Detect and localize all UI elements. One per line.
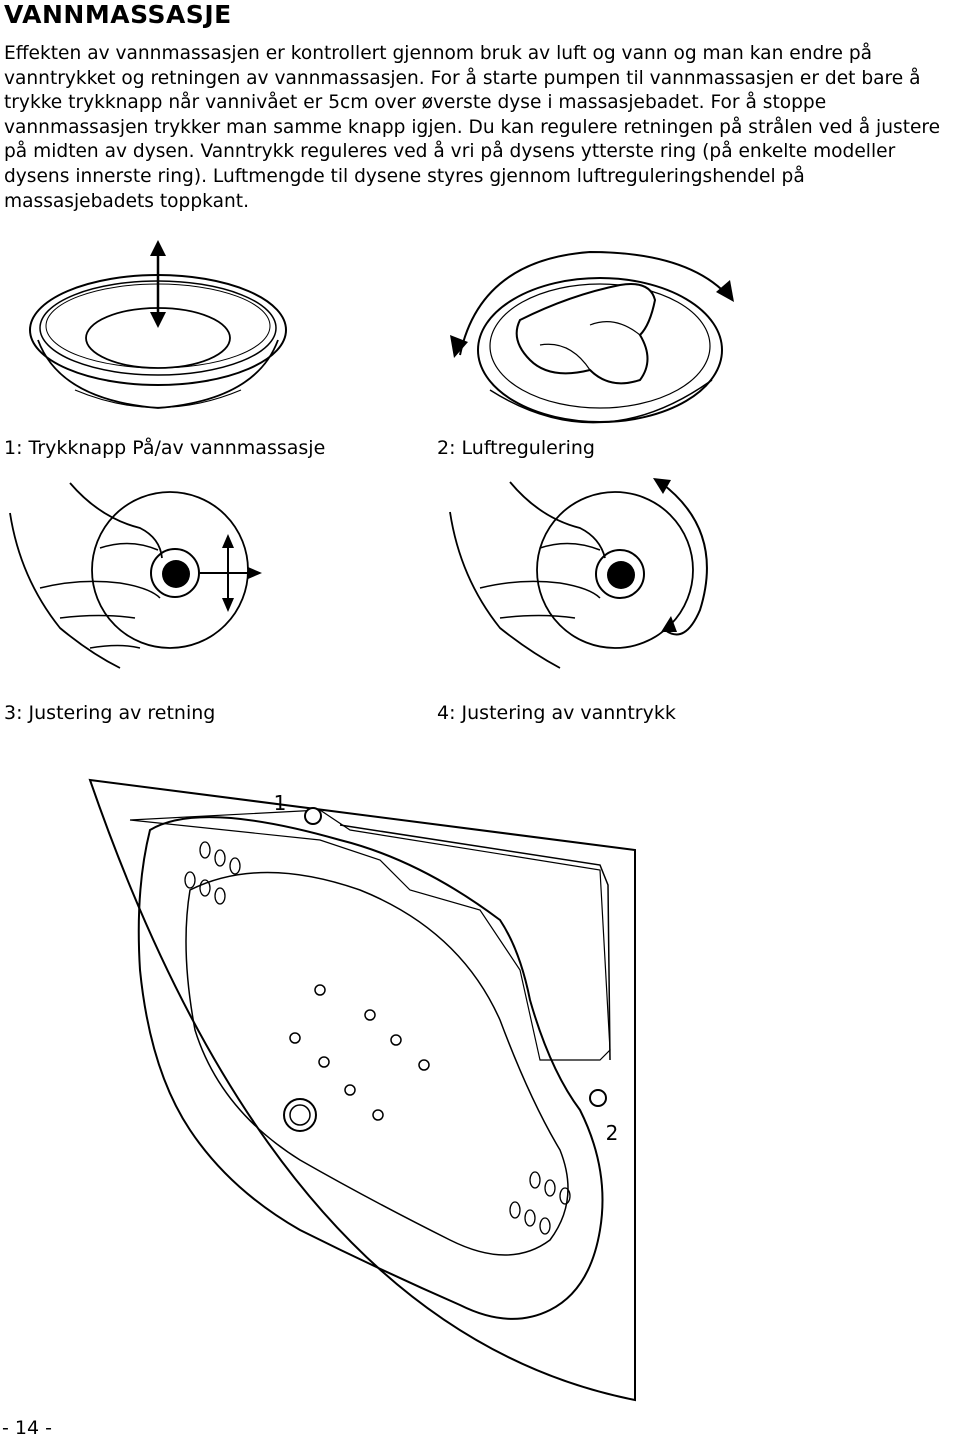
figure-2-caption: 2: Luftregulering [437,437,595,459]
bathtub-top-view-diagram: 1 2 [88,778,636,1402]
figure-3-caption: 3: Justering av retning [4,702,216,724]
intro-paragraph: Effekten av vannmassasjen er kontrollert… [4,43,941,212]
figure-4-caption: 4: Justering av vanntrykk [437,702,676,724]
page-number: - 14 - [2,1417,52,1439]
push-button-illustration [29,240,287,409]
air-regulator-illustration [450,250,734,424]
jets [184,841,571,1235]
floor-jets [289,984,430,1121]
bathtub-label-1: 1 [274,791,287,815]
page-title: VANNMASSASJE [4,0,232,29]
figure-1-caption: 1: Trykknapp På/av vannmassasje [4,437,326,459]
direction-adjustment-illustration [9,482,262,669]
pressure-adjustment-illustration [449,478,708,669]
bathtub-label-2: 2 [606,1121,619,1145]
